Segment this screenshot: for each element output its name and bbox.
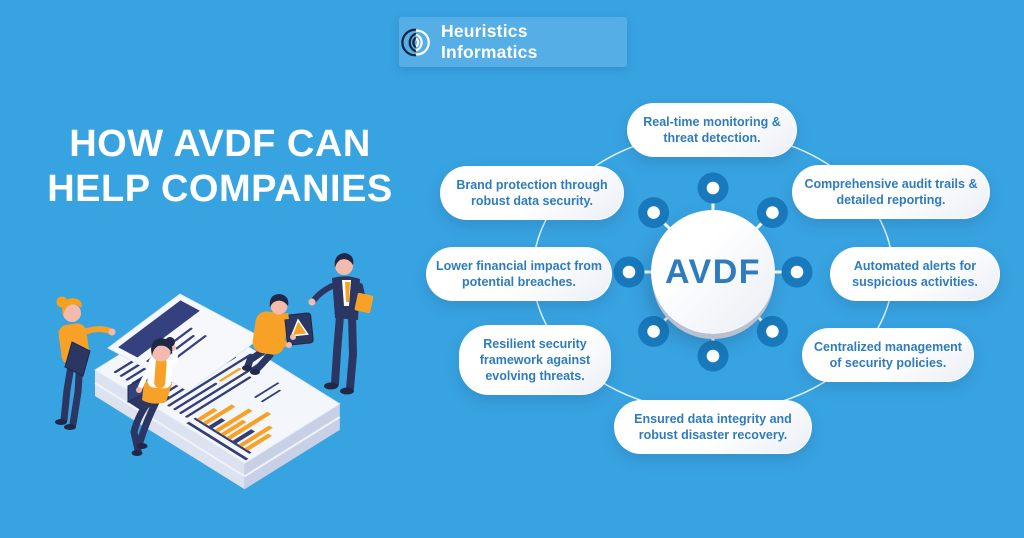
bubble-real-time-monitoring: Real-time monitoring & threat detection. [627, 103, 797, 157]
bubble-brand-protection: Brand protection through robust data sec… [440, 166, 624, 220]
person-standing-man-suit [308, 253, 374, 395]
bubble-centralized-management: Centralized management of security polic… [802, 328, 974, 382]
bubble-resilient-security: Resilient security framework against evo… [459, 325, 611, 395]
node-icon [756, 197, 788, 229]
node-icon [697, 172, 729, 204]
avdf-center-circle: AVDF [651, 210, 775, 334]
page-title-line1: HOW AVDF CAN [69, 123, 371, 165]
node-icon [613, 256, 645, 288]
team-analyzing-documents-illustration [20, 250, 420, 530]
diagram-ring-and-nodes [532, 131, 894, 413]
brand-header: Heuristics Informatics [399, 17, 627, 67]
bubble-financial-impact: Lower financial impact from potential br… [426, 247, 612, 301]
node-icon [697, 340, 729, 372]
brand-name: Heuristics Informatics [441, 21, 538, 62]
node-icon [756, 315, 788, 347]
page-title-line2: HELP COMPANIES [47, 168, 393, 210]
swirl-globe-icon [399, 27, 433, 58]
cover-sheet [107, 293, 262, 392]
node-icon [781, 256, 813, 288]
node-icon [638, 315, 670, 347]
avdf-label: AVDF [664, 252, 762, 291]
alert-screen [282, 312, 314, 346]
person-standing-woman [55, 296, 116, 430]
bubble-data-integrity: Ensured data integrity and robust disast… [614, 400, 812, 454]
person-sitting-man-alert-screen [242, 294, 314, 375]
node-icon [638, 197, 670, 229]
bubble-automated-alerts: Automated alerts for suspicious activiti… [830, 247, 1000, 301]
avdf-benefits-diagram: AVDF Real-time monitoring & threat detec… [426, 90, 1000, 460]
person-sitting-woman-laptop [127, 337, 178, 456]
page-title: HOW AVDF CAN HELP COMPANIES [18, 122, 422, 212]
bubble-audit-trails: Comprehensive audit trails & detailed re… [792, 165, 990, 219]
bar-chart [186, 382, 282, 461]
diagram-nodes [613, 172, 813, 372]
